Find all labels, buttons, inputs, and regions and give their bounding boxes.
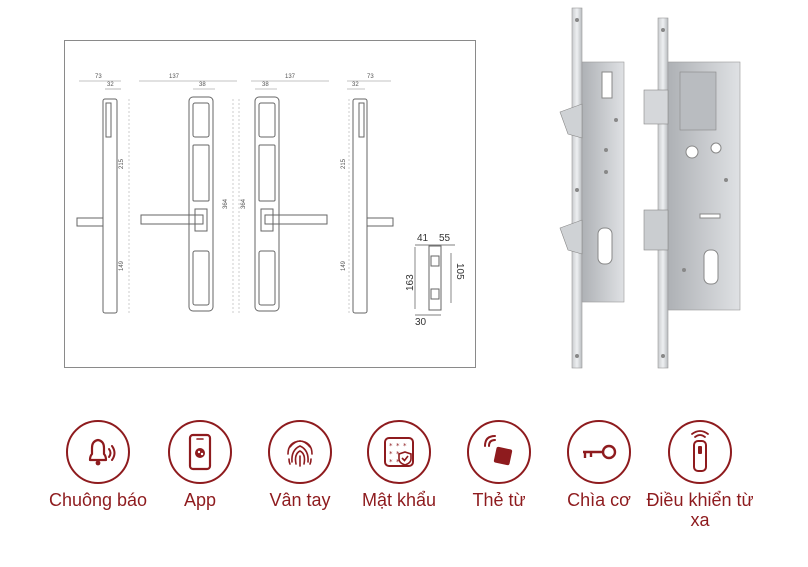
dim-55: 55 xyxy=(439,233,451,244)
key-icon xyxy=(583,444,617,460)
svg-text:*: * xyxy=(389,442,393,450)
dim-30: 30 xyxy=(415,317,427,328)
dim-137-left: 137 xyxy=(169,74,180,80)
feature-key-circle xyxy=(567,420,631,484)
feature-remote-label: Điều khiển từ xa xyxy=(646,490,754,530)
dim-32-right: 32 xyxy=(352,82,359,88)
bell-alarm-icon xyxy=(88,438,116,466)
feature-app: App xyxy=(140,420,260,510)
dim-38-left: 38 xyxy=(199,82,206,88)
svg-text:*: * xyxy=(389,458,393,466)
feature-remote: Điều khiển từ xa xyxy=(640,420,760,530)
svg-text:*: * xyxy=(396,442,400,450)
feature-fingerprint-circle xyxy=(268,420,332,484)
dim-73-left: 73 xyxy=(95,74,102,80)
phone-app-icon xyxy=(188,433,212,471)
dim-215-left: 215 xyxy=(119,158,125,169)
svg-text:*: * xyxy=(403,442,407,450)
feature-rfid-card-circle xyxy=(467,420,531,484)
feature-alarm: Chuông báo xyxy=(38,420,158,510)
feature-remote-circle xyxy=(668,420,732,484)
features-row: Chuông báo App xyxy=(0,420,808,567)
dim-364-left: 364 xyxy=(223,198,229,209)
svg-text:*: * xyxy=(389,450,393,458)
dim-149-left: 149 xyxy=(119,260,125,271)
dim-73-right: 73 xyxy=(367,74,374,80)
feature-fingerprint-label: Vân tay xyxy=(269,490,331,510)
dim-163: 163 xyxy=(405,274,416,291)
feature-app-circle xyxy=(168,420,232,484)
rfid-card-icon xyxy=(484,435,513,466)
dim-149-right: 149 xyxy=(341,260,347,271)
mortise-lock-image xyxy=(540,0,760,380)
dim-215-right: 215 xyxy=(341,158,347,169)
dim-105: 105 xyxy=(454,263,465,280)
dim-32-left: 32 xyxy=(107,82,114,88)
feature-alarm-circle xyxy=(66,420,130,484)
feature-fingerprint: Vân tay xyxy=(240,420,360,510)
technical-drawing: 73 32 137 38 137 38 32 73 215 149 364 36… xyxy=(64,40,476,368)
feature-app-label: App xyxy=(183,490,217,510)
dim-137-right: 137 xyxy=(285,74,296,80)
dim-41: 41 xyxy=(417,233,429,244)
feature-password-label: Mật khẩu xyxy=(361,490,437,510)
dim-364-right: 364 xyxy=(241,198,247,209)
feature-key-label: Chìa cơ xyxy=(567,490,631,510)
svg-text:*: * xyxy=(396,458,400,466)
drawing-svg: 73 32 137 38 137 38 32 73 215 149 364 36… xyxy=(76,74,465,328)
svg-text:*: * xyxy=(396,450,400,458)
feature-rfid-card: Thẻ từ xyxy=(439,420,559,510)
remote-control-icon xyxy=(691,430,709,472)
password-keypad-icon: *** ** ** xyxy=(384,437,414,467)
dim-38-right: 38 xyxy=(262,82,269,88)
fingerprint-icon xyxy=(287,440,313,467)
feature-password-circle: *** ** ** xyxy=(367,420,431,484)
feature-key: Chìa cơ xyxy=(539,420,659,510)
feature-rfid-card-label: Thẻ từ xyxy=(472,490,526,510)
feature-password: *** ** ** Mật khẩu xyxy=(339,420,459,510)
feature-alarm-label: Chuông báo xyxy=(48,490,148,510)
